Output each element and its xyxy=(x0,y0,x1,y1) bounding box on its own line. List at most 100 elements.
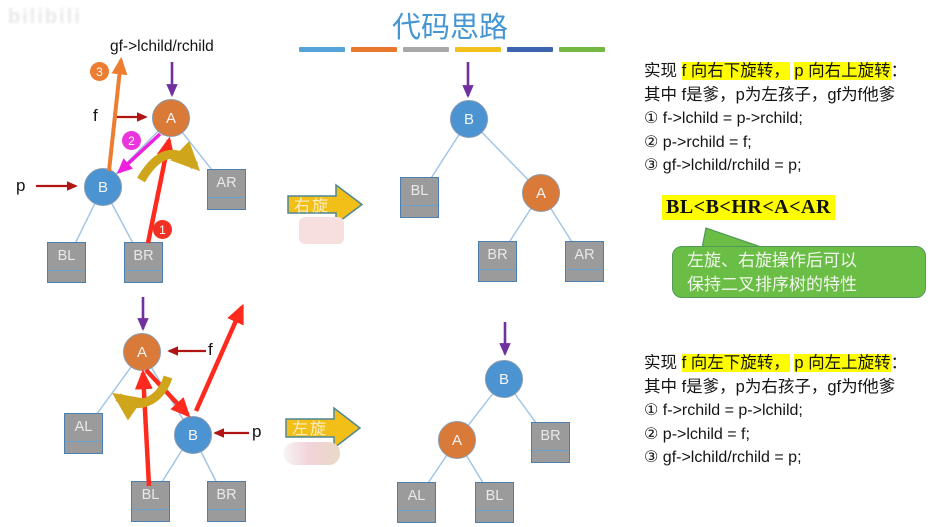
step2-badge: 2 xyxy=(122,131,141,150)
notes-text: ： xyxy=(890,62,908,80)
box-field-divider xyxy=(125,270,162,271)
box-field-divider xyxy=(398,510,435,511)
box-al-bottom-left: AL xyxy=(64,413,103,454)
highlighted-text: f 向左下旋转， xyxy=(681,354,790,372)
box-label: BL xyxy=(410,183,429,199)
f-label-bottom-left: f xyxy=(208,340,213,359)
block-arrow-shape xyxy=(285,406,362,450)
notes-line1: 实现 f 向左下旋转， p 向左上旋转： xyxy=(644,352,950,376)
highlighted-text: f 向右下旋转， xyxy=(681,62,790,80)
node-a-bottom-right: A xyxy=(438,421,476,459)
title-divider-bars xyxy=(299,47,605,52)
box-label: AR xyxy=(216,175,237,191)
box-bl-bottom-left: BL xyxy=(131,481,170,522)
bst-order-rule: BL<B<HR<A<AR xyxy=(662,195,835,220)
divider-bar xyxy=(455,47,501,52)
box-field-divider xyxy=(48,270,85,271)
box-label: BR xyxy=(487,247,508,263)
highlighted-text: p 向左上旋转 xyxy=(794,354,891,372)
step3-arrow-left-rotation xyxy=(193,303,245,412)
bst-property-bubble: 左旋、右旋操作后可以 保持二叉排序树的特性 xyxy=(672,246,926,298)
divider-bar xyxy=(351,47,397,52)
notes-line2: 其中 f是爹，p为右孩子，gf为f他爹 xyxy=(644,377,896,396)
right-rotate-label: 右旋 xyxy=(294,197,330,215)
box-label: BR xyxy=(216,487,237,503)
highlighted-text: p 向右上旋转 xyxy=(794,62,891,80)
box-field-divider xyxy=(132,509,169,510)
divider-bar xyxy=(559,47,605,52)
notes-line1: 实现 f 向右下旋转， p 向右上旋转： xyxy=(644,60,950,84)
box-ar-top-left: AR xyxy=(207,169,246,210)
notes-text: 实现 xyxy=(644,354,682,372)
node-a-top-right: A xyxy=(522,174,560,212)
bubble-line2: 保持二叉排序树的特性 xyxy=(687,275,857,294)
box-field-divider xyxy=(65,441,102,442)
divider-bar xyxy=(507,47,553,52)
notes-step3: ③ gf->lchild/rchild = p; xyxy=(644,449,802,466)
node-b-bottom-left: B xyxy=(174,416,212,454)
box-label: AL xyxy=(74,419,93,435)
notes-step1: ① f->lchild = p->rchild; xyxy=(644,110,803,127)
box-ar-top-right: AR xyxy=(565,241,604,282)
bilibili-watermark: bilibili xyxy=(8,6,82,28)
step2-arrow-right-rotation xyxy=(116,132,162,174)
box-al-bottom-right: AL xyxy=(397,482,436,523)
right-rotation-notes: 实现 f 向右下旋转， p 向右上旋转： 其中 f是爹，p为左孩子，gf为f他爹… xyxy=(644,60,950,178)
box-label: BR xyxy=(133,248,154,264)
box-field-divider xyxy=(208,509,245,510)
f-label-top-left: f xyxy=(93,106,98,125)
notes-text: 实现 xyxy=(644,62,682,80)
box-field-divider xyxy=(208,197,245,198)
node-a-top-left: A xyxy=(152,99,190,137)
step3-arrow-right-rotation xyxy=(107,56,128,172)
bubble-line1: 左旋、右旋操作后可以 xyxy=(687,251,857,270)
p-label-top-left: p xyxy=(16,176,26,195)
box-label: BL xyxy=(485,488,504,504)
notes-line2: 其中 f是爹，p为左孩子，gf为f他爹 xyxy=(644,85,896,104)
box-br-top-right: BR xyxy=(478,241,517,282)
p-label-bottom-left: p xyxy=(252,422,262,441)
left-rotation-notes: 实现 f 向左下旋转， p 向左上旋转： 其中 f是爹，p为右孩子，gf为f他爹… xyxy=(644,352,950,470)
step2-arrow-left-rotation xyxy=(134,369,153,487)
notes-step3: ③ gf->lchild/rchild = p; xyxy=(644,157,802,174)
right-rotate-block-arrow: 右旋 xyxy=(287,183,364,226)
clockwise-rotation-arrow xyxy=(137,141,201,183)
step3-badge: 3 xyxy=(90,62,109,81)
step1-badge: 1 xyxy=(153,220,172,239)
box-br-top-left: BR xyxy=(124,242,163,283)
notes-text: ： xyxy=(890,354,908,372)
left-rotate-label: 左旋 xyxy=(292,420,328,438)
box-label: BL xyxy=(141,487,160,503)
box-field-divider xyxy=(479,269,516,270)
notes-step2: ② p->lchild = f; xyxy=(644,425,750,443)
node-b-top-right: B xyxy=(450,100,488,138)
notes-step1: ① f->rchild = p->lchild; xyxy=(644,402,803,419)
divider-bar xyxy=(299,47,345,52)
box-label: AL xyxy=(407,488,426,504)
step1-arrow-left-rotation xyxy=(144,368,191,418)
block-arrow-shape xyxy=(287,183,364,226)
counterclockwise-rotation-arrow xyxy=(112,375,173,421)
box-br-bottom-right: BR xyxy=(531,422,570,463)
box-label: BR xyxy=(540,428,561,444)
box-field-divider xyxy=(532,450,569,451)
box-field-divider xyxy=(476,510,513,511)
box-bl-bottom-right: BL xyxy=(475,482,514,523)
gf-pointer-label: gf->lchild/rchild xyxy=(110,38,214,55)
box-label: AR xyxy=(574,247,595,263)
box-bl-top-right: BL xyxy=(400,177,439,218)
box-field-divider xyxy=(401,205,438,206)
box-label: BL xyxy=(57,248,76,264)
box-field-divider xyxy=(566,269,603,270)
bubble-tail xyxy=(701,227,765,249)
left-rotate-block-arrow: 左旋 xyxy=(285,406,362,450)
node-b-top-left: B xyxy=(84,168,122,206)
node-a-bottom-left: A xyxy=(123,333,161,371)
box-bl-top-left: BL xyxy=(47,242,86,283)
notes-step2: ② p->rchild = f; xyxy=(644,133,752,151)
node-b-bottom-right: B xyxy=(485,360,523,398)
divider-bar xyxy=(403,47,449,52)
smudge-blob xyxy=(284,442,340,465)
